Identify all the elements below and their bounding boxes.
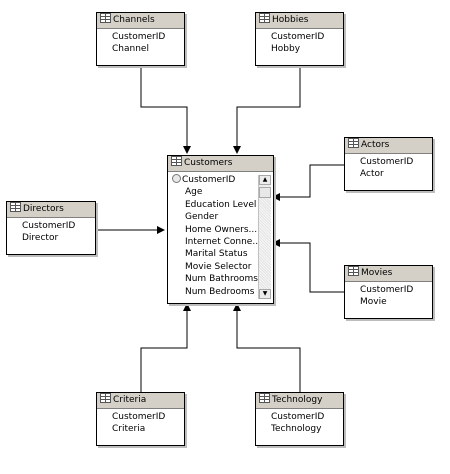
table-technology-header[interactable]: Technology (256, 393, 343, 409)
relation-movies[interactable] (272, 239, 344, 293)
table-technology-title: Technology (272, 395, 323, 405)
table-actors-title: Actors (361, 140, 390, 150)
field-num-bathrooms[interactable]: Num Bathrooms (185, 274, 258, 285)
table-icon (259, 13, 270, 23)
table-technology[interactable]: Technology CustomerID Technology (255, 392, 344, 446)
field-customerid[interactable]: CustomerID (172, 174, 258, 186)
table-icon (10, 202, 21, 212)
table-channels-title: Channels (113, 15, 155, 25)
table-customers-header[interactable]: Customers (168, 156, 273, 172)
field-technology[interactable]: Technology (271, 424, 322, 434)
table-movies[interactable]: Movies CustomerID Movie (344, 265, 433, 319)
field-movie[interactable]: Movie (360, 297, 387, 307)
table-channels[interactable]: Channels CustomerID Channel (96, 12, 185, 66)
table-hobbies-header[interactable]: Hobbies (256, 13, 343, 29)
field-criteria[interactable]: Criteria (112, 424, 146, 434)
field-education-level[interactable]: Education Level (185, 199, 257, 210)
table-movies-header[interactable]: Movies (345, 266, 432, 282)
scroll-down-arrow-icon[interactable]: ▼ (259, 289, 271, 299)
table-icon (259, 393, 270, 403)
relation-technology[interactable] (233, 303, 301, 392)
scroll-up-arrow-icon[interactable]: ▲ (259, 175, 271, 185)
field-gender[interactable]: Gender (185, 212, 219, 223)
field-customerid-label: CustomerID (182, 175, 236, 185)
field-customerid[interactable]: CustomerID (360, 285, 414, 295)
relation-hobbies[interactable] (233, 64, 301, 154)
field-hobby[interactable]: Hobby (271, 44, 301, 54)
field-actor[interactable]: Actor (360, 169, 384, 179)
table-criteria-title: Criteria (113, 395, 147, 405)
table-customers-title: Customers (184, 158, 233, 168)
field-customerid[interactable]: CustomerID (271, 412, 325, 422)
field-customerid[interactable]: CustomerID (271, 32, 325, 42)
field-channel[interactable]: Channel (112, 44, 149, 54)
relation-channels[interactable] (140, 64, 191, 154)
table-icon (100, 393, 111, 403)
relation-actors[interactable] (272, 164, 344, 201)
table-icon (100, 13, 111, 23)
customers-scrollbar[interactable]: ▲ ▼ (258, 175, 271, 299)
table-directors-title: Directors (23, 204, 64, 214)
key-icon (172, 174, 181, 183)
field-customerid[interactable]: CustomerID (22, 221, 76, 231)
field-age[interactable]: Age (185, 187, 203, 198)
field-num-bedrooms[interactable]: Num Bedrooms (185, 286, 255, 297)
field-customerid[interactable]: CustomerID (112, 32, 166, 42)
table-icon (348, 266, 359, 276)
table-icon (171, 156, 182, 166)
field-customerid[interactable]: CustomerID (360, 157, 414, 167)
table-criteria[interactable]: Criteria CustomerID Criteria (96, 392, 185, 446)
table-movies-title: Movies (361, 268, 393, 278)
table-directors-header[interactable]: Directors (7, 202, 95, 218)
table-customers[interactable]: Customers CustomerID Age Education Level… (167, 155, 274, 304)
table-criteria-header[interactable]: Criteria (97, 393, 184, 409)
table-hobbies[interactable]: Hobbies CustomerID Hobby (255, 12, 344, 66)
field-home-owners[interactable]: Home Owners... (185, 224, 258, 235)
field-marital-status[interactable]: Marital Status (185, 249, 248, 260)
field-internet-connection[interactable]: Internet Conne... (185, 236, 261, 247)
table-channels-header[interactable]: Channels (97, 13, 184, 29)
table-hobbies-title: Hobbies (272, 15, 309, 25)
table-actors-header[interactable]: Actors (345, 138, 432, 154)
field-movie-selector[interactable]: Movie Selector (185, 261, 252, 272)
relation-criteria[interactable] (140, 303, 191, 392)
field-director[interactable]: Director (22, 233, 59, 243)
table-actors[interactable]: Actors CustomerID Actor (344, 137, 433, 191)
table-icon (348, 138, 359, 148)
field-customerid[interactable]: CustomerID (112, 412, 166, 422)
scroll-thumb[interactable] (259, 187, 271, 198)
table-directors[interactable]: Directors CustomerID Director (6, 201, 96, 255)
